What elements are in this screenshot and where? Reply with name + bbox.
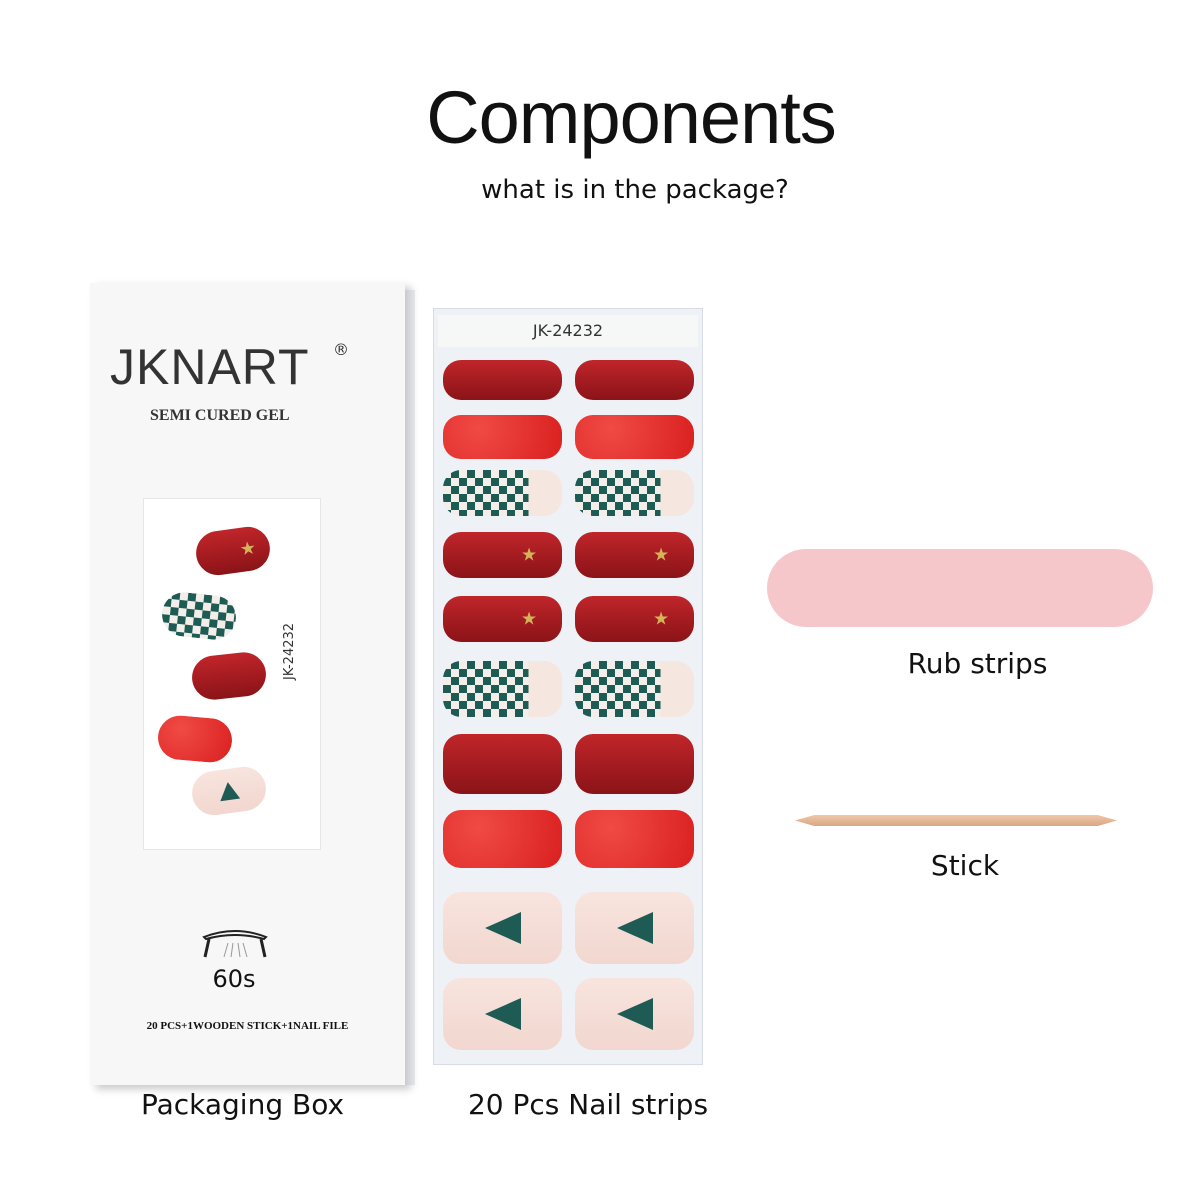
page-subtitle: what is in the package? [481, 175, 789, 205]
tree-icon [616, 998, 653, 1030]
sheet-code: JK-24232 [438, 315, 698, 347]
nail-strip-dark [443, 360, 562, 400]
box-window-card: ★ [143, 498, 321, 850]
cure-time: 60s [212, 965, 256, 993]
box-nail [156, 713, 234, 765]
box-tagline: SEMI CURED GEL [150, 407, 290, 424]
nail-strip-star: ★ [443, 596, 562, 642]
nail-strip-dark [575, 360, 694, 400]
nail-strip-tree [443, 978, 562, 1050]
page-title: Components [426, 76, 837, 159]
wooden-stick [795, 815, 1117, 826]
star-icon: ★ [521, 608, 538, 630]
nail-strip-star: ★ [575, 596, 694, 642]
nail-strip-glit [575, 810, 694, 868]
rub-strips-label: Rub strips [907, 647, 1048, 680]
nail-strip-star: ★ [575, 532, 694, 578]
tree-icon [484, 912, 521, 944]
nail-strip-tree [575, 892, 694, 964]
rub-strip-file [767, 549, 1153, 627]
nail-strip-check [443, 661, 562, 717]
card-code: JK-24232 [282, 622, 297, 680]
nail-strip-dark [575, 734, 694, 794]
brand-logo: JKNART [110, 339, 310, 395]
nail-strip-check [443, 470, 562, 516]
star-icon: ★ [521, 544, 538, 566]
box-side [405, 290, 415, 1085]
star-icon: ★ [653, 608, 670, 630]
nail-strip-glit [575, 415, 694, 459]
box-contents: 20 PCS+1WOODEN STICK+1NAIL FILE [146, 1020, 349, 1032]
nail-strip-check [575, 470, 694, 516]
nail-strip-tree [443, 892, 562, 964]
box-nail: ★ [193, 524, 273, 578]
nail-strip-glit [443, 810, 562, 868]
nail-strip-star: ★ [443, 532, 562, 578]
star-icon: ★ [653, 544, 670, 566]
stick-label: Stick [930, 849, 1000, 882]
nail-strip-tree [575, 978, 694, 1050]
packaging-box-label: Packaging Box [140, 1088, 345, 1121]
box-nail [189, 764, 269, 818]
tree-icon [616, 912, 653, 944]
tree-icon [484, 998, 521, 1030]
uv-lamp-icon [202, 930, 268, 958]
nail-strips-label: 20 Pcs Nail strips [467, 1088, 709, 1121]
nail-strip-check [575, 661, 694, 717]
box-nail [159, 590, 239, 642]
nail-strip-glit [443, 415, 562, 459]
registered-mark: ® [333, 340, 349, 359]
box-nail [189, 650, 269, 702]
nail-strip-dark [443, 734, 562, 794]
